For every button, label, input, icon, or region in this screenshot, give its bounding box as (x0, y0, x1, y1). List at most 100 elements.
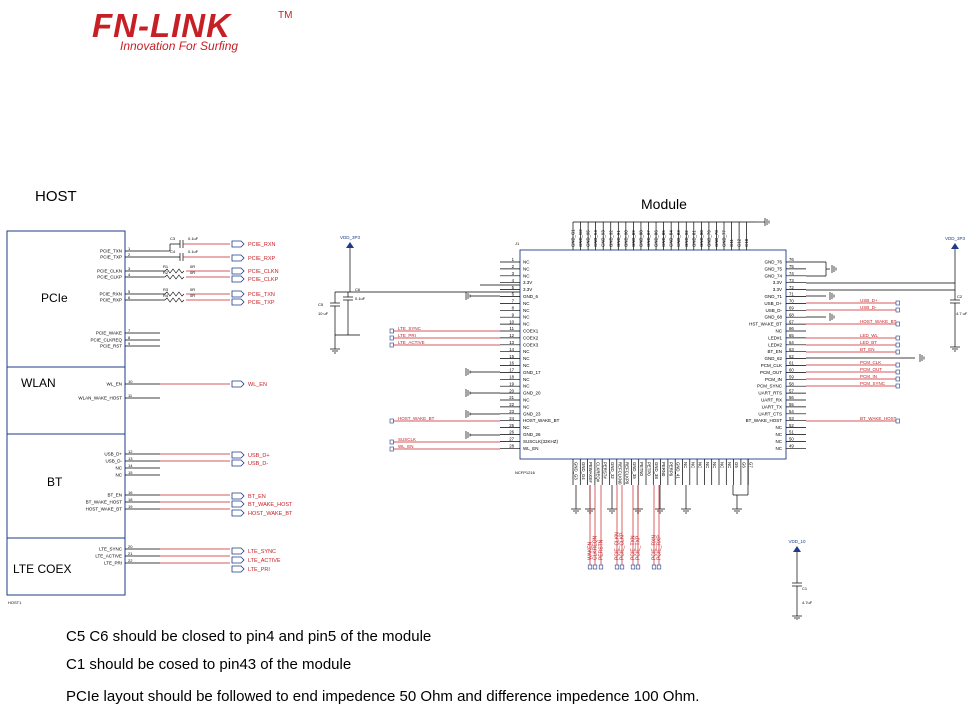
module-right-pin-num: 54 (789, 409, 794, 414)
host-pin-pcie-2-name: PCIE_CLKN (97, 269, 122, 274)
host-pin-pcie-6-name: PCIE_WAKE (96, 331, 122, 336)
module-left-pin-num: 28 (509, 444, 514, 449)
vdd-bottom-label: VDD_10 (788, 539, 806, 544)
module-bottom-pin-name: CLKREQ# (595, 462, 600, 483)
module-left-pin-name: WL_EN (523, 446, 539, 451)
net-host-wake-bt-label: HOST_WAKE_BT (248, 511, 293, 517)
net-pcie-txp-connector (231, 298, 245, 306)
module-left-pin-name: NC (523, 301, 530, 306)
module-top-pin-name: GND_83 (676, 230, 681, 247)
module-right-pin-name: BT_WAKE_HOST (746, 418, 783, 423)
module-right-pin-name: LED#1 (768, 335, 782, 340)
net-bottom-label: PCIE_TXP (636, 535, 642, 560)
host-pin-pcie-8-num: 9 (128, 341, 131, 346)
res-r1-zigzag (164, 268, 185, 274)
module-left-pin-name: HOST_WAKE_BT (523, 418, 560, 423)
host-pin-pcie-0-name: PCIE_TXN (100, 249, 122, 254)
module-right-pin-name: GND_62 (764, 356, 782, 361)
module-bottom-pin-name: PERST# (603, 462, 608, 479)
module-right-pin-num: 76 (789, 257, 794, 262)
res-r4-ref: R4 (163, 293, 169, 298)
module-top-pin-name: GND_84 (669, 230, 674, 247)
net-pcie-rxn-connector (231, 240, 245, 248)
net-lte-sync-label: LTE_SYNC (248, 549, 276, 555)
host-section-lte-coex: LTE COEX (13, 562, 71, 576)
module-left-pin-num: 21 (509, 395, 514, 400)
module-top-pin-name: GND_90 (623, 230, 628, 247)
module-left-pin-num: 9 (512, 312, 515, 317)
net-left-label: LTE_ACTIVE (398, 340, 425, 345)
net-bottom-label: CLKREQN (593, 535, 599, 560)
module-bottom-pin-name: PEWAKE# (588, 462, 593, 483)
module-right-pin-num: 64 (789, 340, 794, 345)
net-pcie-clkp-label: PCIE_CLKP (248, 277, 279, 283)
net-bottom-terminal (592, 564, 598, 570)
module-top-pin-name: GND_82 (684, 230, 689, 247)
net-bottom-terminal (656, 564, 662, 570)
host-section-bt: BT (47, 475, 63, 489)
module-bottom-pin-name: G6 (741, 462, 746, 468)
module-left-pin-num: 15 (509, 354, 514, 359)
cap-c6-ref: C6 (355, 287, 361, 292)
cap-c3-value: 0.1uF (188, 236, 199, 241)
host-pin-pcie-3-name: PCIE_CLKP (97, 275, 122, 280)
net-pcie-rxp-label: PCIE_RXP (248, 256, 276, 262)
host-pin-pcie-2-num: 3 (128, 266, 131, 271)
module-bottom-pin-name: GND_35 (632, 462, 637, 479)
net-bottom-label: PCIE_CLKP (620, 532, 626, 560)
module-left-pin-num: 25 (509, 423, 514, 428)
module-top-pin-name: GND_78 (714, 230, 719, 247)
res-r1-ref: R1 (163, 264, 169, 269)
net-right-terminal (895, 300, 900, 306)
net-right-label: PCM_IN (860, 374, 877, 379)
net-left-label: SUSCLK (398, 437, 416, 442)
module-left-pin-num: 22 (509, 402, 514, 407)
host-pin-wlan-1-name: WLAN_WAKE_HOST (78, 396, 122, 401)
module-left-pin-name: NC (523, 266, 530, 271)
module-left-pin-name: NC (523, 260, 530, 265)
host-pin-bt-6-name: HOST_WAKE_BT (86, 507, 123, 512)
logo-brand: FN-LINK (92, 7, 231, 44)
net-right-terminal (895, 376, 900, 382)
module-top-pin-name: GND_93 (601, 230, 606, 247)
module-bottom-pin-name: REFCLKN0 (617, 462, 622, 485)
net-pcie-txp-label: PCIE_TXP (248, 300, 275, 306)
module-left-pin-name: GND_23 (523, 411, 541, 416)
module-bottom-pin-name: NC (727, 462, 732, 468)
module-right-pin-name: PCM_SYNC (757, 384, 783, 389)
module-right-pin-name: GND_68 (764, 315, 782, 320)
module-left-pin-num: 10 (509, 319, 514, 324)
module-top-pin-name: GND_G1 (571, 229, 576, 247)
module-right-pin-name: 3.3V (773, 287, 782, 292)
host-pin-bt-0-name: USB_D+ (104, 452, 122, 457)
module-right-pin-name: BT_EN (767, 349, 782, 354)
module-bottom-pin-name: NC (712, 462, 717, 468)
net-usb-dm-label: USB_D- (248, 461, 268, 467)
net-right-label: USB_D- (860, 305, 877, 310)
module-left-pin-name: COEX2 (523, 335, 539, 340)
net-left-label: LTE_PRI (398, 333, 416, 338)
module-left-pin-name: COEX1 (523, 329, 539, 334)
module-bottom-pin-name: GND_38 (654, 462, 659, 479)
module-top-pin-name: GND_G2 (578, 229, 583, 247)
module-left-pin-name: NC (523, 308, 530, 313)
res-r2-value: 0R (190, 270, 195, 275)
module-right-pin-num: 71 (789, 292, 794, 297)
module-left-pin-name: NC (523, 273, 530, 278)
module-right-pin-num: 72 (789, 285, 794, 290)
host-ref: HOST1 (8, 600, 22, 605)
module-left-pin-num: 12 (509, 333, 514, 338)
module-right-pin-num: 75 (789, 264, 794, 269)
module-top-pin-name: GND_85 (661, 230, 666, 247)
host-pin-coex-2-num: 22 (128, 558, 133, 563)
module-left-pin-num: 23 (509, 409, 514, 414)
net-wl-en-connector (231, 380, 245, 388)
module-bottom-pin-name: GND_G4 (581, 462, 586, 480)
module-left-pin-name: NC (523, 384, 530, 389)
net-bottom-label: PCIE_RXN (652, 535, 658, 560)
net-pcie-clkp-connector (231, 275, 245, 283)
module-right-pin-name: LED#2 (768, 342, 782, 347)
module-left-pin-num: 27 (509, 437, 514, 442)
module-right-pin-name: GND_76 (764, 260, 782, 265)
module-right-pin-name: NC (776, 439, 783, 444)
